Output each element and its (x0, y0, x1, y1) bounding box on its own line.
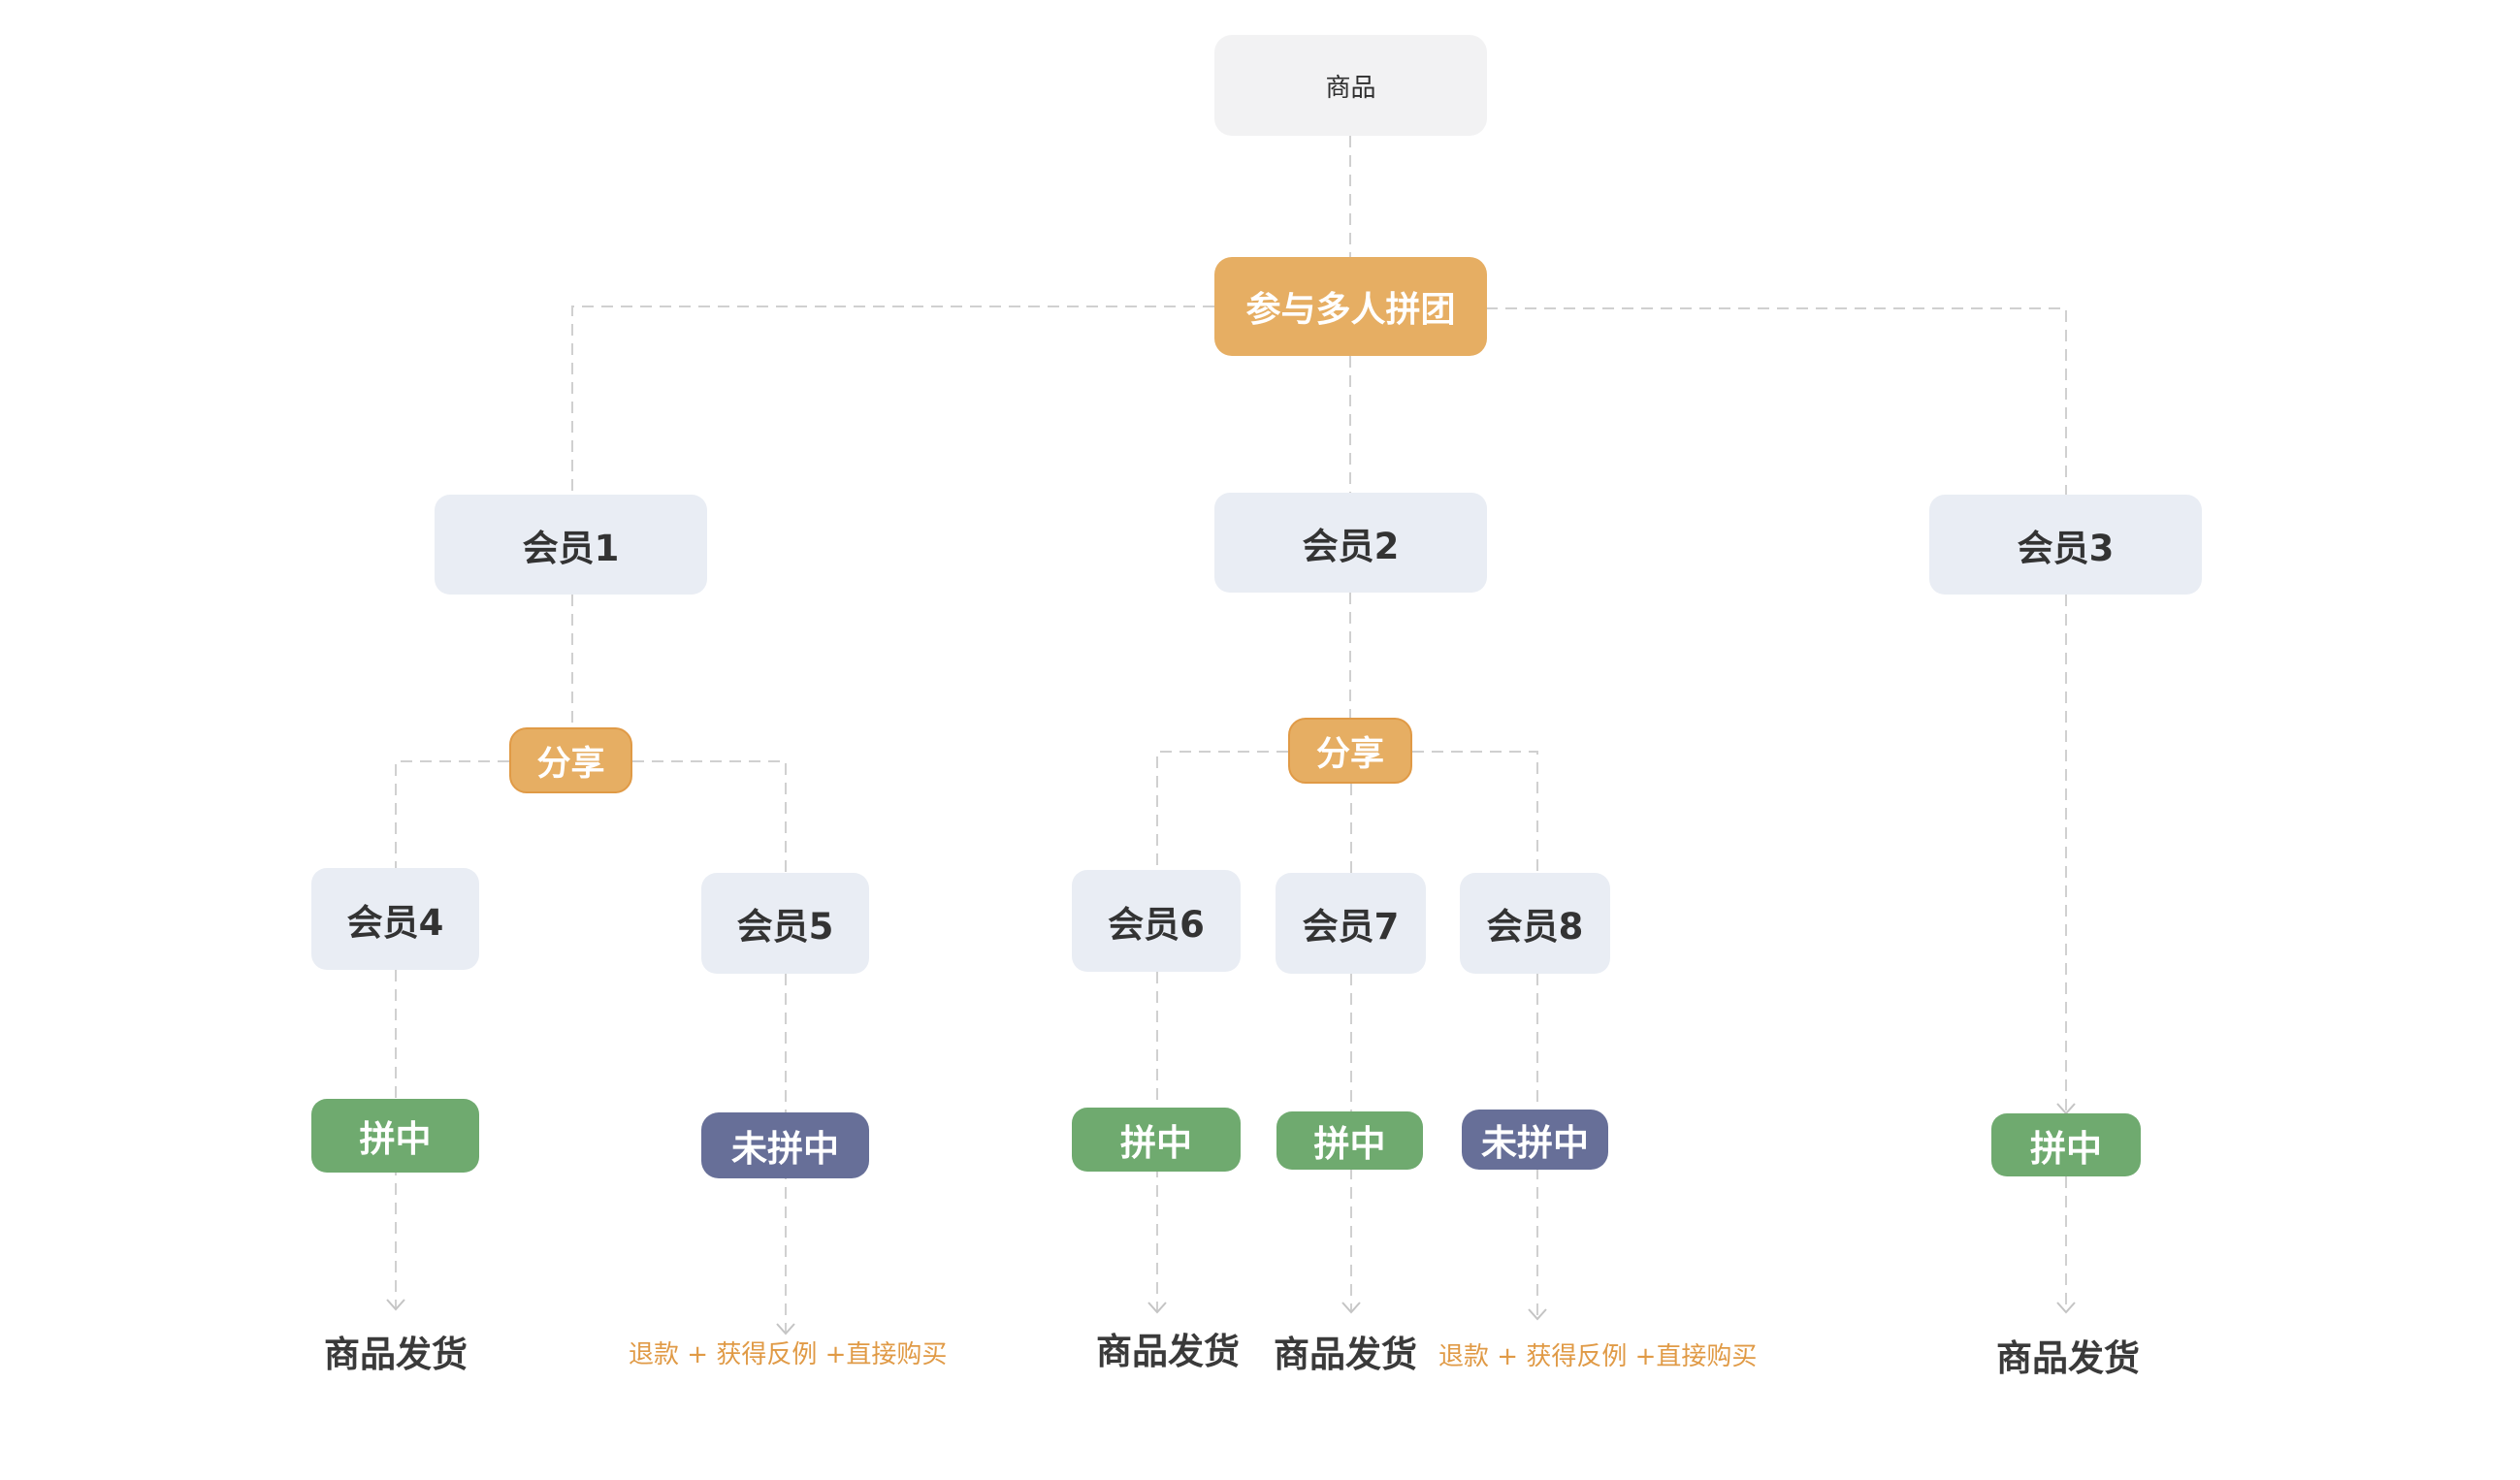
connector-share-member5 (632, 760, 787, 873)
member-6-node: 会员6 (1072, 870, 1241, 972)
share-node-left: 分享 (509, 727, 632, 793)
status-won-member6: 拼中 (1072, 1108, 1241, 1172)
status-won-member4: 拼中 (311, 1099, 479, 1173)
connector-group-member1 (571, 306, 1214, 495)
member-5-node: 会员5 (701, 873, 869, 974)
group-buy-node: 参与多人拼团 (1214, 257, 1487, 356)
member-2-node: 会员2 (1214, 493, 1487, 593)
status-lost-member5: 未拼中 (701, 1112, 869, 1178)
connector-share-member8 (1412, 751, 1538, 873)
status-lost-member8: 未拼中 (1462, 1110, 1608, 1170)
share-node-middle: 分享 (1288, 718, 1412, 784)
connector-share-member6 (1156, 751, 1288, 870)
status-won-member7: 拼中 (1276, 1111, 1423, 1170)
member-7-node: 会员7 (1276, 873, 1426, 974)
status-won-member3: 拼中 (1991, 1113, 2141, 1176)
product-node: 商品 (1214, 35, 1487, 136)
connector-share-member4 (395, 760, 509, 868)
result-refund-member8: 退款 + 获得反例 +直接购买 (1438, 1342, 1758, 1371)
member-3-node: 会员3 (1929, 495, 2202, 595)
connector-group-member3 (1486, 307, 2067, 495)
result-ship-member6: 商品发货 (1096, 1331, 1240, 1372)
member-4-node: 会员4 (311, 868, 479, 970)
result-refund-member5: 退款 + 获得反例 +直接购买 (629, 1340, 948, 1369)
member-8-node: 会员8 (1460, 873, 1610, 974)
result-ship-member4: 商品发货 (324, 1334, 468, 1375)
result-ship-member7: 商品发货 (1274, 1334, 1417, 1375)
result-ship-member3: 商品发货 (1996, 1337, 2140, 1379)
member-1-node: 会员1 (435, 495, 707, 595)
